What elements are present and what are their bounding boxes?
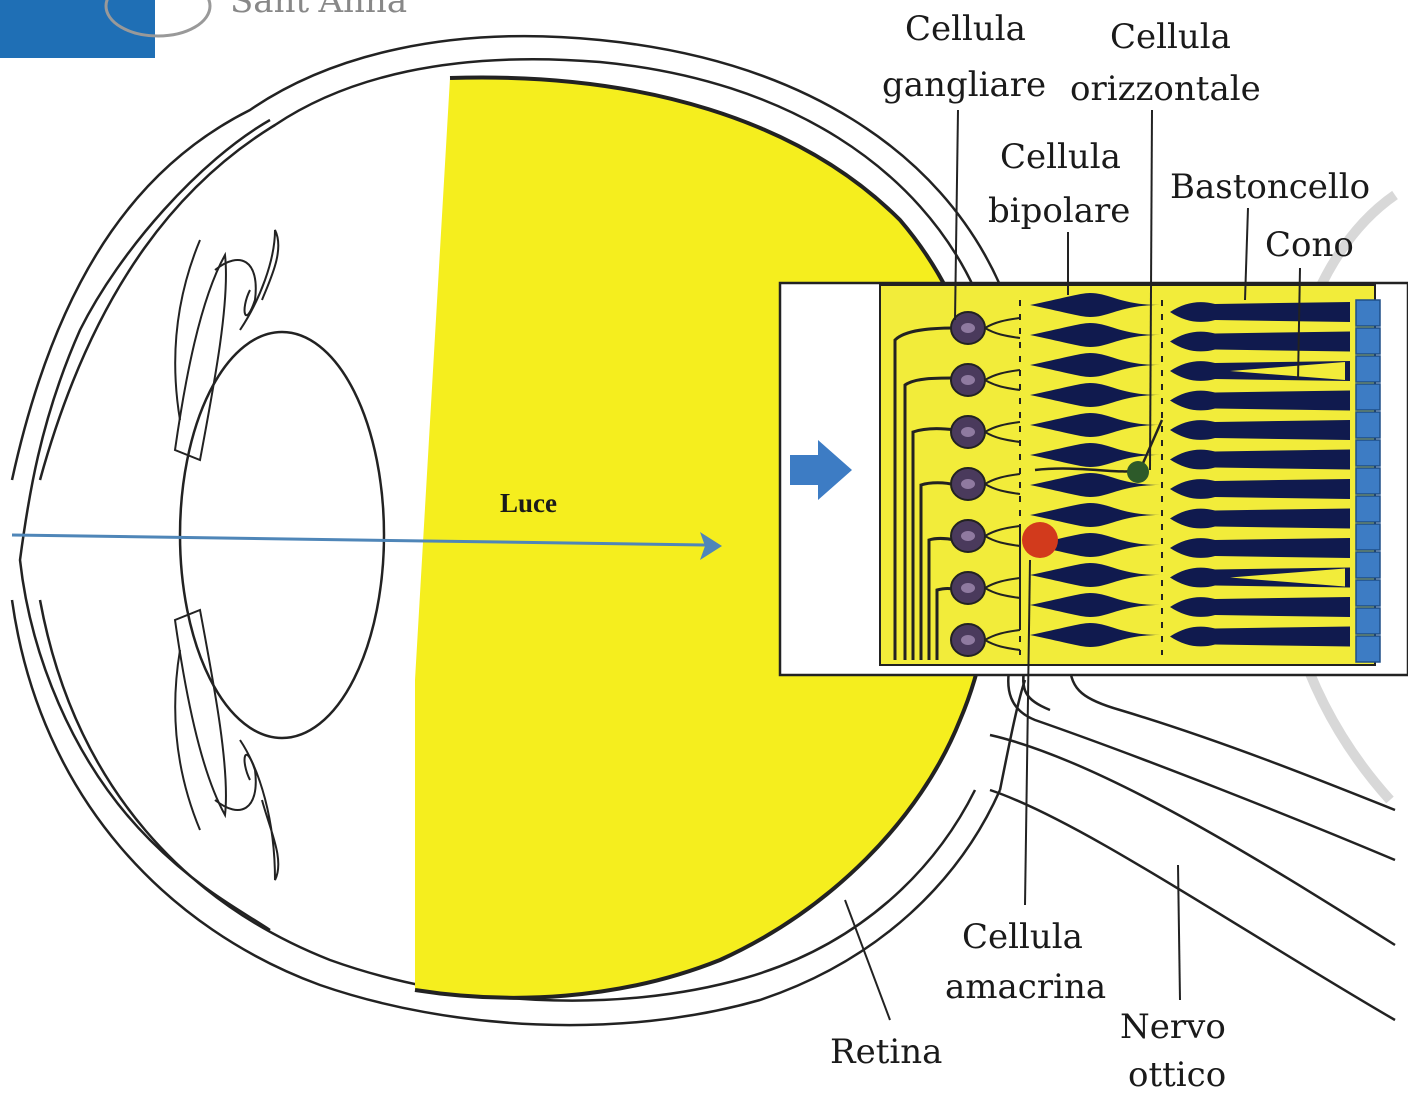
retina-zoom-panel: [780, 283, 1408, 675]
pigment-cell: [1356, 356, 1380, 382]
rod-cell: [1170, 391, 1350, 411]
rod-cell: [1170, 597, 1350, 617]
pigment-cell: [1356, 468, 1380, 494]
pigment-cell: [1356, 328, 1380, 354]
pigment-cell: [1356, 608, 1380, 634]
rod-cell: [1170, 627, 1350, 647]
ganglion-nucleus: [961, 323, 975, 333]
pigment-cell: [1356, 300, 1380, 326]
pigment-cell: [1356, 412, 1380, 438]
rod-cell: [1170, 538, 1350, 558]
pigment-cell: [1356, 440, 1380, 466]
rod-cell: [1170, 420, 1350, 440]
pigment-epithelium: [1356, 300, 1380, 662]
label-amacrine-2: amacrina: [945, 967, 1106, 1007]
ganglion-nucleus: [961, 427, 975, 437]
rod-cell: [1170, 509, 1350, 529]
rod-cell: [1170, 332, 1350, 352]
lens: [180, 332, 384, 738]
pigment-cell: [1356, 580, 1380, 606]
label-retina: Retina: [830, 1032, 942, 1072]
label-cone: Cono: [1265, 225, 1354, 265]
pigment-cell: [1356, 524, 1380, 550]
ganglion-nucleus: [961, 635, 975, 645]
pigment-cell: [1356, 552, 1380, 578]
horizontal-cell: [1127, 461, 1149, 483]
label-horizontal-2: orizzontale: [1070, 69, 1261, 109]
ganglion-nucleus: [961, 479, 975, 489]
ganglion-nucleus: [961, 375, 975, 385]
pigment-cell: [1356, 384, 1380, 410]
logo-block: [0, 0, 155, 58]
label-amacrine-1: Cellula: [962, 917, 1083, 957]
amacrine-cell: [1022, 522, 1058, 558]
label-ganglion-2: gangliare: [882, 65, 1046, 105]
ganglion-nucleus: [961, 583, 975, 593]
logo-text: Sant'Anna: [230, 0, 407, 21]
ganglion-nucleus: [961, 531, 975, 541]
label-bipolar-1: Cellula: [1000, 137, 1121, 177]
label-ganglion-1: Cellula: [905, 9, 1026, 49]
label-rod: Bastoncello: [1170, 167, 1370, 207]
label-horizontal-1: Cellula: [1110, 17, 1231, 57]
label-light: Luce: [500, 488, 557, 518]
pigment-cell: [1356, 636, 1380, 662]
label-bipolar-2: bipolare: [988, 191, 1130, 231]
pigment-cell: [1356, 496, 1380, 522]
label-optic-2: ottico: [1128, 1055, 1226, 1092]
label-optic-1: Nervo: [1120, 1007, 1226, 1047]
rod-cell: [1170, 479, 1350, 499]
rod-cell: [1170, 302, 1350, 322]
rod-cell: [1170, 450, 1350, 470]
